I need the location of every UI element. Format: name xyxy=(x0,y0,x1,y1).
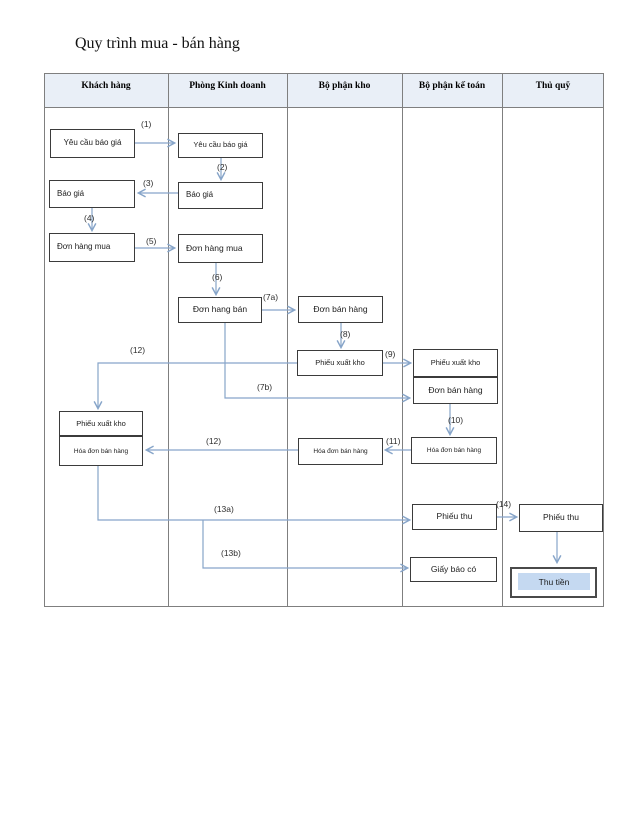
edge-label-12b: (12) xyxy=(206,436,222,446)
box-label: Phiếu thu xyxy=(436,511,473,522)
page-title: Quy trình mua - bán hàng xyxy=(75,35,240,52)
box-label: Báo giá xyxy=(57,188,85,198)
edge-label-9: (9) xyxy=(385,349,396,359)
box-label: Yêu cầu báo giá xyxy=(193,140,248,150)
box-label: Đơn hàng mua xyxy=(186,242,243,253)
lane-header-row xyxy=(45,74,603,108)
box-c3-sales-order: Đơn bán hàng xyxy=(298,296,383,323)
edge-label-14: (14) xyxy=(496,499,512,509)
lane-header-bo-phan-kho: Bộ phận kho xyxy=(318,81,371,91)
edge-label-1: (1) xyxy=(141,119,152,129)
box-c1-delivery-note: Phiếu xuất kho xyxy=(76,419,126,428)
lane-divider xyxy=(502,74,503,606)
box-c5-receipt: Phiếu thu xyxy=(519,504,603,532)
box-c2-request: Yêu cầu báo giá xyxy=(178,133,263,158)
box-c2-purchase-order: Đơn hàng mua xyxy=(178,234,263,263)
box-c4-sales-order: Đơn bán hàng xyxy=(413,377,498,404)
box-c4-credit-note: Giấy báo có xyxy=(410,557,497,582)
box-label: Báo giá xyxy=(186,190,214,200)
edge-label-13a: (13a) xyxy=(214,504,234,514)
box-label: Đơn bán hàng xyxy=(313,303,368,314)
box-label: Phiếu xuất kho xyxy=(315,357,365,367)
box-c5-collect-money: Thu tiền xyxy=(518,573,590,590)
lane-header-bo-phan-ke-toan: Bộ phận kế toán xyxy=(418,81,486,91)
lane-header-khach-hang: Khách hàng xyxy=(81,81,131,91)
lane-divider xyxy=(287,74,288,606)
box-label: Đơn hàng mua xyxy=(57,242,111,252)
box-c3-sales-invoice: Hóa đơn bán hàng xyxy=(298,438,383,465)
edge-label-12a: (12) xyxy=(130,345,146,355)
edge-label-10: (10) xyxy=(448,415,464,425)
swimlane-table-frame xyxy=(44,73,604,607)
box-label: Phiếu thu xyxy=(543,512,579,523)
edge-label-7b: (7b) xyxy=(257,382,273,392)
box-c1-delivery-invoice-stack: Phiếu xuất kho Hóa đơn bán hàng xyxy=(59,411,143,466)
box-c5-collect-money-frame: Thu tiền xyxy=(510,567,597,598)
edge-label-6: (6) xyxy=(212,272,223,282)
box-label: Phiếu xuất kho xyxy=(430,357,481,367)
box-c4-delivery-note: Phiếu xuất kho xyxy=(413,349,498,377)
box-label: Yêu cầu báo giá xyxy=(63,138,122,148)
edge-label-13b: (13b) xyxy=(221,548,241,558)
box-label: Hóa đơn bán hàng xyxy=(313,447,368,455)
box-label: Hóa đơn bán hàng xyxy=(426,446,482,454)
box-c1-request: Yêu cầu báo giá xyxy=(50,129,135,158)
box-c1-quote: Báo giá xyxy=(49,180,135,208)
box-c2-sales-order: Đơn hang bán xyxy=(178,297,262,323)
box-c3-delivery-note: Phiếu xuất kho xyxy=(297,350,383,376)
lane-header-thu-quy: Thủ quỹ xyxy=(535,81,571,91)
box-label: Đơn bán hàng xyxy=(428,384,483,395)
box-c4-sales-invoice: Hóa đơn bán hàng xyxy=(411,437,497,464)
edge-label-4: (4) xyxy=(84,213,95,223)
edge-label-11: (11) xyxy=(386,436,401,446)
box-c2-quote: Báo giá xyxy=(178,182,263,209)
edge-label-2: (2) xyxy=(217,162,228,172)
box-label: Giấy báo có xyxy=(430,563,477,574)
edge-label-5: (5) xyxy=(146,236,157,246)
edge-label-8: (8) xyxy=(340,329,351,339)
box-label: Đơn hang bán xyxy=(192,304,248,315)
box-c1-sales-invoice: Hóa đơn bán hàng xyxy=(60,435,142,465)
lane-divider xyxy=(402,74,403,606)
lane-header-phong-kinh-doanh: Phòng Kinh doanh xyxy=(189,81,266,91)
edge-label-7a: (7a) xyxy=(263,292,279,302)
edge-label-3: (3) xyxy=(143,178,154,188)
box-c4-receipt: Phiếu thu xyxy=(412,504,497,530)
box-c1-purchase-order: Đơn hàng mua xyxy=(49,233,135,262)
lane-divider xyxy=(168,74,169,606)
